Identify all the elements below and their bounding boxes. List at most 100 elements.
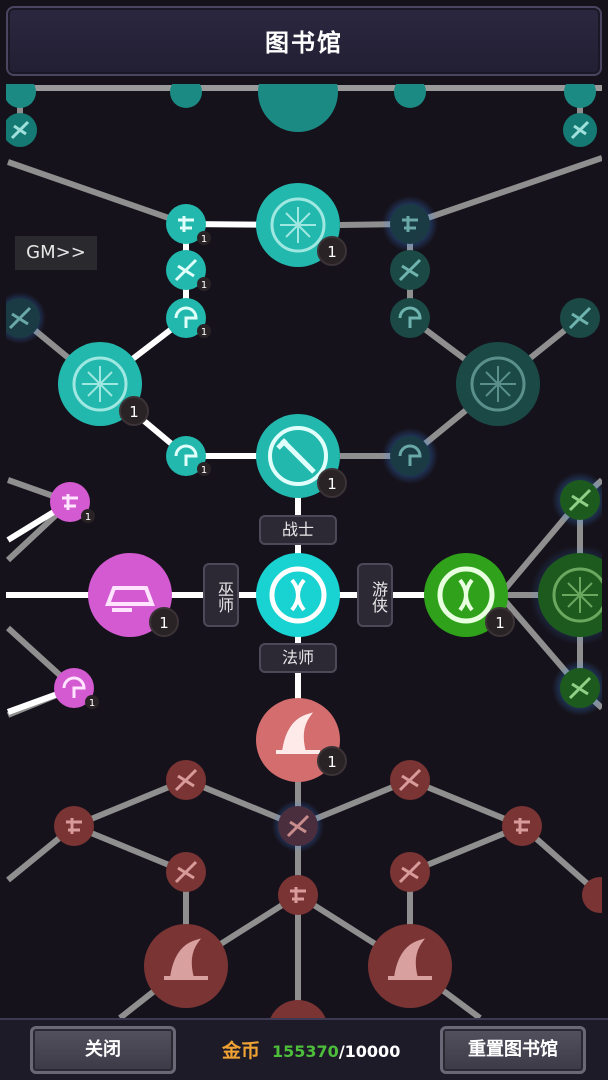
skill-node[interactable] [54,668,94,708]
skill-tree-board[interactable]: 1 1 1 1 1 1 [6,84,602,1018]
level-badge: 1 [119,396,149,426]
skill-node-partial[interactable] [6,84,596,132]
feather-icon [398,860,422,884]
level-badge-small: 1 [85,695,99,709]
rune-icon [562,577,598,613]
skill-node[interactable] [278,806,318,846]
skill-node[interactable] [560,480,600,520]
rune-icon [280,207,316,243]
shield-icon [174,306,198,328]
skill-node[interactable] [538,553,602,637]
level-badge: 1 [317,746,347,776]
gold-current: 155370 [272,1042,339,1061]
feather-icon [8,306,32,330]
vase-icon [514,818,530,834]
gm-button[interactable]: GM>> [15,236,97,270]
svg-text:1: 1 [495,614,505,632]
shield-icon [62,676,86,698]
svg-text:1: 1 [327,753,337,771]
skill-node[interactable] [502,806,542,846]
shield-icon [174,444,198,466]
skill-node[interactable] [54,806,94,846]
level-badge-small: 1 [197,231,211,245]
title-bar: 图书馆 [6,6,602,76]
skill-node[interactable] [166,852,206,892]
tome-icon [105,586,155,612]
skill-node[interactable] [50,482,90,522]
gold-label: 金币 [222,1040,261,1062]
skill-node[interactable] [563,113,597,147]
feather-icon [568,306,592,330]
level-badge-small: 1 [81,509,95,523]
skill-node[interactable] [560,668,600,708]
vase-icon [290,887,306,903]
skill-node[interactable] [166,760,206,800]
skill-node[interactable] [368,924,452,1008]
reset-library-button[interactable]: 重置图书馆 [440,1026,586,1074]
page-title: 图书馆 [265,29,343,57]
svg-text:1: 1 [85,512,91,523]
level-badge: 1 [317,236,347,266]
skill-node[interactable] [166,204,206,244]
feather-icon [174,860,198,884]
skill-node[interactable] [390,204,430,244]
svg-text:1: 1 [327,243,337,261]
skill-node[interactable] [144,924,228,1008]
svg-text:1: 1 [327,475,337,493]
svg-text:1: 1 [201,327,207,338]
skill-node[interactable] [560,298,600,338]
svg-text:1: 1 [159,614,169,632]
feather-icon [570,120,590,140]
wizard-hat-icon [276,712,320,754]
svg-text:1: 1 [201,280,207,291]
vase-icon [402,216,418,232]
skill-node[interactable] [390,852,430,892]
swirl-icon [458,578,474,612]
level-badge: 1 [317,468,347,498]
wizard-hat-icon [388,938,432,980]
class-label-ranger: 游侠 [357,563,393,627]
skill-node-partial[interactable] [268,1000,328,1018]
swirl-icon [290,578,306,612]
skill-tree-svg[interactable]: 1 1 1 1 1 1 [6,84,602,1018]
feather-icon [568,488,592,512]
rune-icon [82,366,118,402]
skill-node[interactable] [278,875,318,915]
svg-text:1: 1 [129,403,139,421]
close-button[interactable]: 关闭 [30,1026,176,1074]
feather-icon [398,258,422,282]
feather-icon [568,676,592,700]
feather-icon [174,258,198,282]
shield-icon [398,444,422,466]
shield-icon [398,306,422,328]
skill-node[interactable] [166,250,206,290]
center-core-node[interactable] [256,553,340,637]
skill-node[interactable] [390,760,430,800]
vase-icon [178,216,194,232]
level-badge: 1 [485,607,515,637]
skill-node[interactable] [166,436,206,476]
level-badge-small: 1 [197,277,211,291]
skill-node[interactable] [582,877,602,913]
level-badge: 1 [149,607,179,637]
wizard-hat-icon [164,938,208,980]
skill-node[interactable] [390,250,430,290]
class-label-wizard: 巫师 [203,563,239,627]
skill-node[interactable] [6,298,40,338]
vase-icon [62,494,78,510]
skill-node[interactable] [390,436,430,476]
rune-icon [480,366,516,402]
feather-icon [10,120,30,140]
gold-separator: / [338,1042,345,1061]
gold-display: 金币 155370/10000 [222,1038,400,1064]
bottom-bar: 关闭 金币 155370/10000 重置图书馆 [0,1018,608,1080]
active-links [6,221,466,740]
gold-max: 10000 [344,1042,401,1061]
skill-node[interactable] [6,113,37,147]
skill-node[interactable] [456,342,540,426]
level-badge-small: 1 [197,324,211,338]
skill-node[interactable] [390,298,430,338]
skill-node[interactable] [166,298,206,338]
feather-icon [286,814,310,838]
